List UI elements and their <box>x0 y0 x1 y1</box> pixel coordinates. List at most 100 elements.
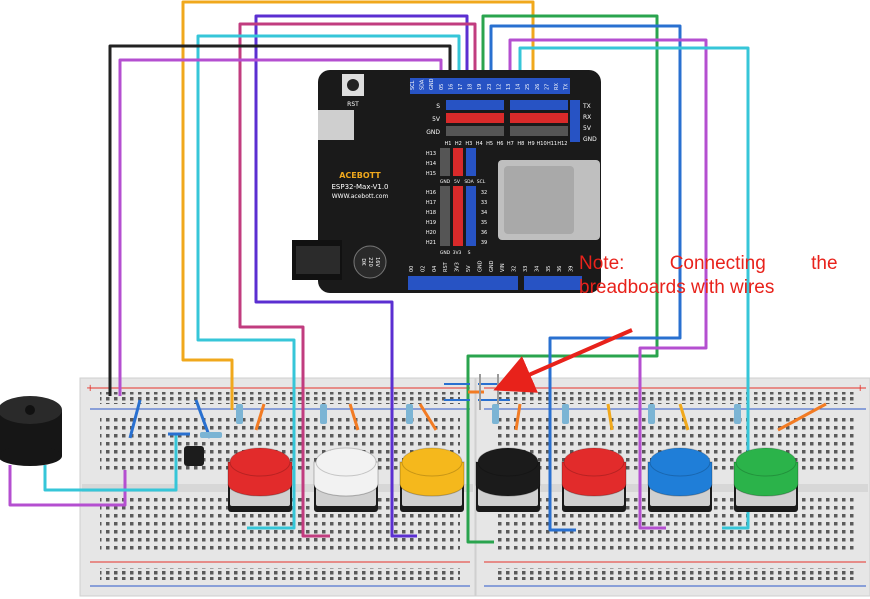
pin-label: H18 <box>426 210 436 216</box>
pin-label: S <box>436 103 440 110</box>
pin-label: 00 <box>409 266 415 272</box>
push-button <box>733 447 799 512</box>
pin-label: H13 <box>426 151 436 157</box>
wire-cyan-right <box>518 46 750 530</box>
wire-blue <box>489 24 682 532</box>
note-line-2: breadboards with wires <box>579 277 775 298</box>
pin-label: H16 <box>426 190 436 196</box>
esp32-board: RST ACEBOTT ESP32-Max-V1.0 WWW.acebott.c… <box>292 70 601 293</box>
wire-purple <box>254 14 469 538</box>
pin-label: 17 <box>458 84 464 90</box>
pin-label: RX <box>554 83 560 90</box>
note-text: Note: Connecting the t breadboards with … <box>579 252 870 300</box>
pin-label: 36 <box>557 266 563 272</box>
pin-label: GND <box>426 129 440 136</box>
pin-label: SDA <box>420 79 426 90</box>
pin-label: 25 <box>525 84 531 90</box>
model-label: ESP32-Max-V1.0 <box>331 183 388 191</box>
pin-label: 14 <box>516 84 522 90</box>
pin-label: 33 <box>481 200 487 206</box>
wires <box>8 0 750 544</box>
pin-label: 23 <box>487 84 493 90</box>
pin-label: 34 <box>481 210 487 216</box>
pin-label: 5V <box>454 179 461 185</box>
wire-buzzer-cyan <box>43 434 178 492</box>
push-button <box>475 447 541 512</box>
pin-label: 3V3 <box>455 262 461 272</box>
pin-label: S <box>468 250 471 256</box>
pin-label: H11 <box>547 141 557 147</box>
pin-label: H7 <box>507 141 514 147</box>
pin-label: 35 <box>546 266 552 272</box>
pin-label: 5V <box>466 265 472 272</box>
pin-label: 32 <box>512 266 518 272</box>
push-button <box>647 447 713 512</box>
pin-label: 04 <box>432 266 438 272</box>
pin-label: GND <box>440 250 451 256</box>
rst-label: RST <box>347 101 359 108</box>
pin-label: 36 <box>481 230 487 236</box>
push-button <box>399 447 465 512</box>
pin-label: 39 <box>569 266 575 272</box>
pin-label: H6 <box>497 141 504 147</box>
wire-black <box>108 44 452 396</box>
pin-label: 39 <box>481 240 487 246</box>
push-button <box>561 447 627 512</box>
pin-label: 16 <box>448 84 454 90</box>
pin-label: 32 <box>481 190 487 196</box>
push-button <box>313 447 379 512</box>
buzzer <box>0 396 62 466</box>
pin-label: H19 <box>426 220 436 226</box>
pin-label: 34 <box>534 266 540 272</box>
note-arrow <box>493 328 633 393</box>
transistor <box>184 446 204 466</box>
wire-cyan-left <box>196 34 461 530</box>
pin-label: SCL <box>410 80 416 90</box>
pin-label: 05 <box>439 84 445 90</box>
pin-label: 5V <box>583 125 592 132</box>
pin-label: 13 <box>506 84 512 90</box>
brand-label: ACEBOTT <box>339 171 381 180</box>
pin-label: DK <box>360 258 366 266</box>
pin-label: GND <box>489 260 495 272</box>
pin-label: H1 <box>445 141 452 147</box>
pin-label: H15 <box>426 171 436 177</box>
pin-label: 02 <box>420 266 426 272</box>
pin-label: 5V <box>432 116 441 123</box>
pin-label: SCL <box>477 179 486 185</box>
pin-label: 3V3 <box>453 250 462 256</box>
pin-label: H21 <box>426 240 436 246</box>
pin-label: 18 <box>468 84 474 90</box>
wire-buzzer-violet <box>8 465 127 507</box>
svg-text:+: + <box>86 383 94 394</box>
pin-label: H5 <box>486 141 493 147</box>
pin-label: H20 <box>426 230 436 236</box>
pin-label: 12 <box>496 84 502 90</box>
wire-green <box>466 14 659 544</box>
pin-label: H4 <box>476 141 483 147</box>
pin-label: 33 <box>523 266 529 272</box>
pin-label: H8 <box>517 141 524 147</box>
note-line-1: Note: Connecting the t <box>579 253 870 274</box>
push-buttons <box>227 447 799 512</box>
pin-label: GND <box>429 78 435 90</box>
pin-label: 35 <box>481 220 487 226</box>
pin-label: VIN <box>500 263 506 272</box>
pin-label: 27 <box>544 84 550 90</box>
svg-text:+: + <box>856 383 864 394</box>
pin-label: H12 <box>557 141 567 147</box>
wire-magenta <box>238 22 477 538</box>
pin-label: 26 <box>535 84 541 90</box>
pin-label: H14 <box>426 161 436 167</box>
pin-label: RX <box>583 114 591 121</box>
pin-label: RST <box>443 261 449 272</box>
url-label: WWW.acebott.com <box>332 193 389 200</box>
resistors <box>200 404 741 438</box>
pin-label: TX <box>582 103 591 110</box>
pin-label: H2 <box>455 141 462 147</box>
pin-label: TX <box>564 83 570 91</box>
wire-violet-right <box>508 38 708 530</box>
pin-label: H3 <box>465 141 472 147</box>
